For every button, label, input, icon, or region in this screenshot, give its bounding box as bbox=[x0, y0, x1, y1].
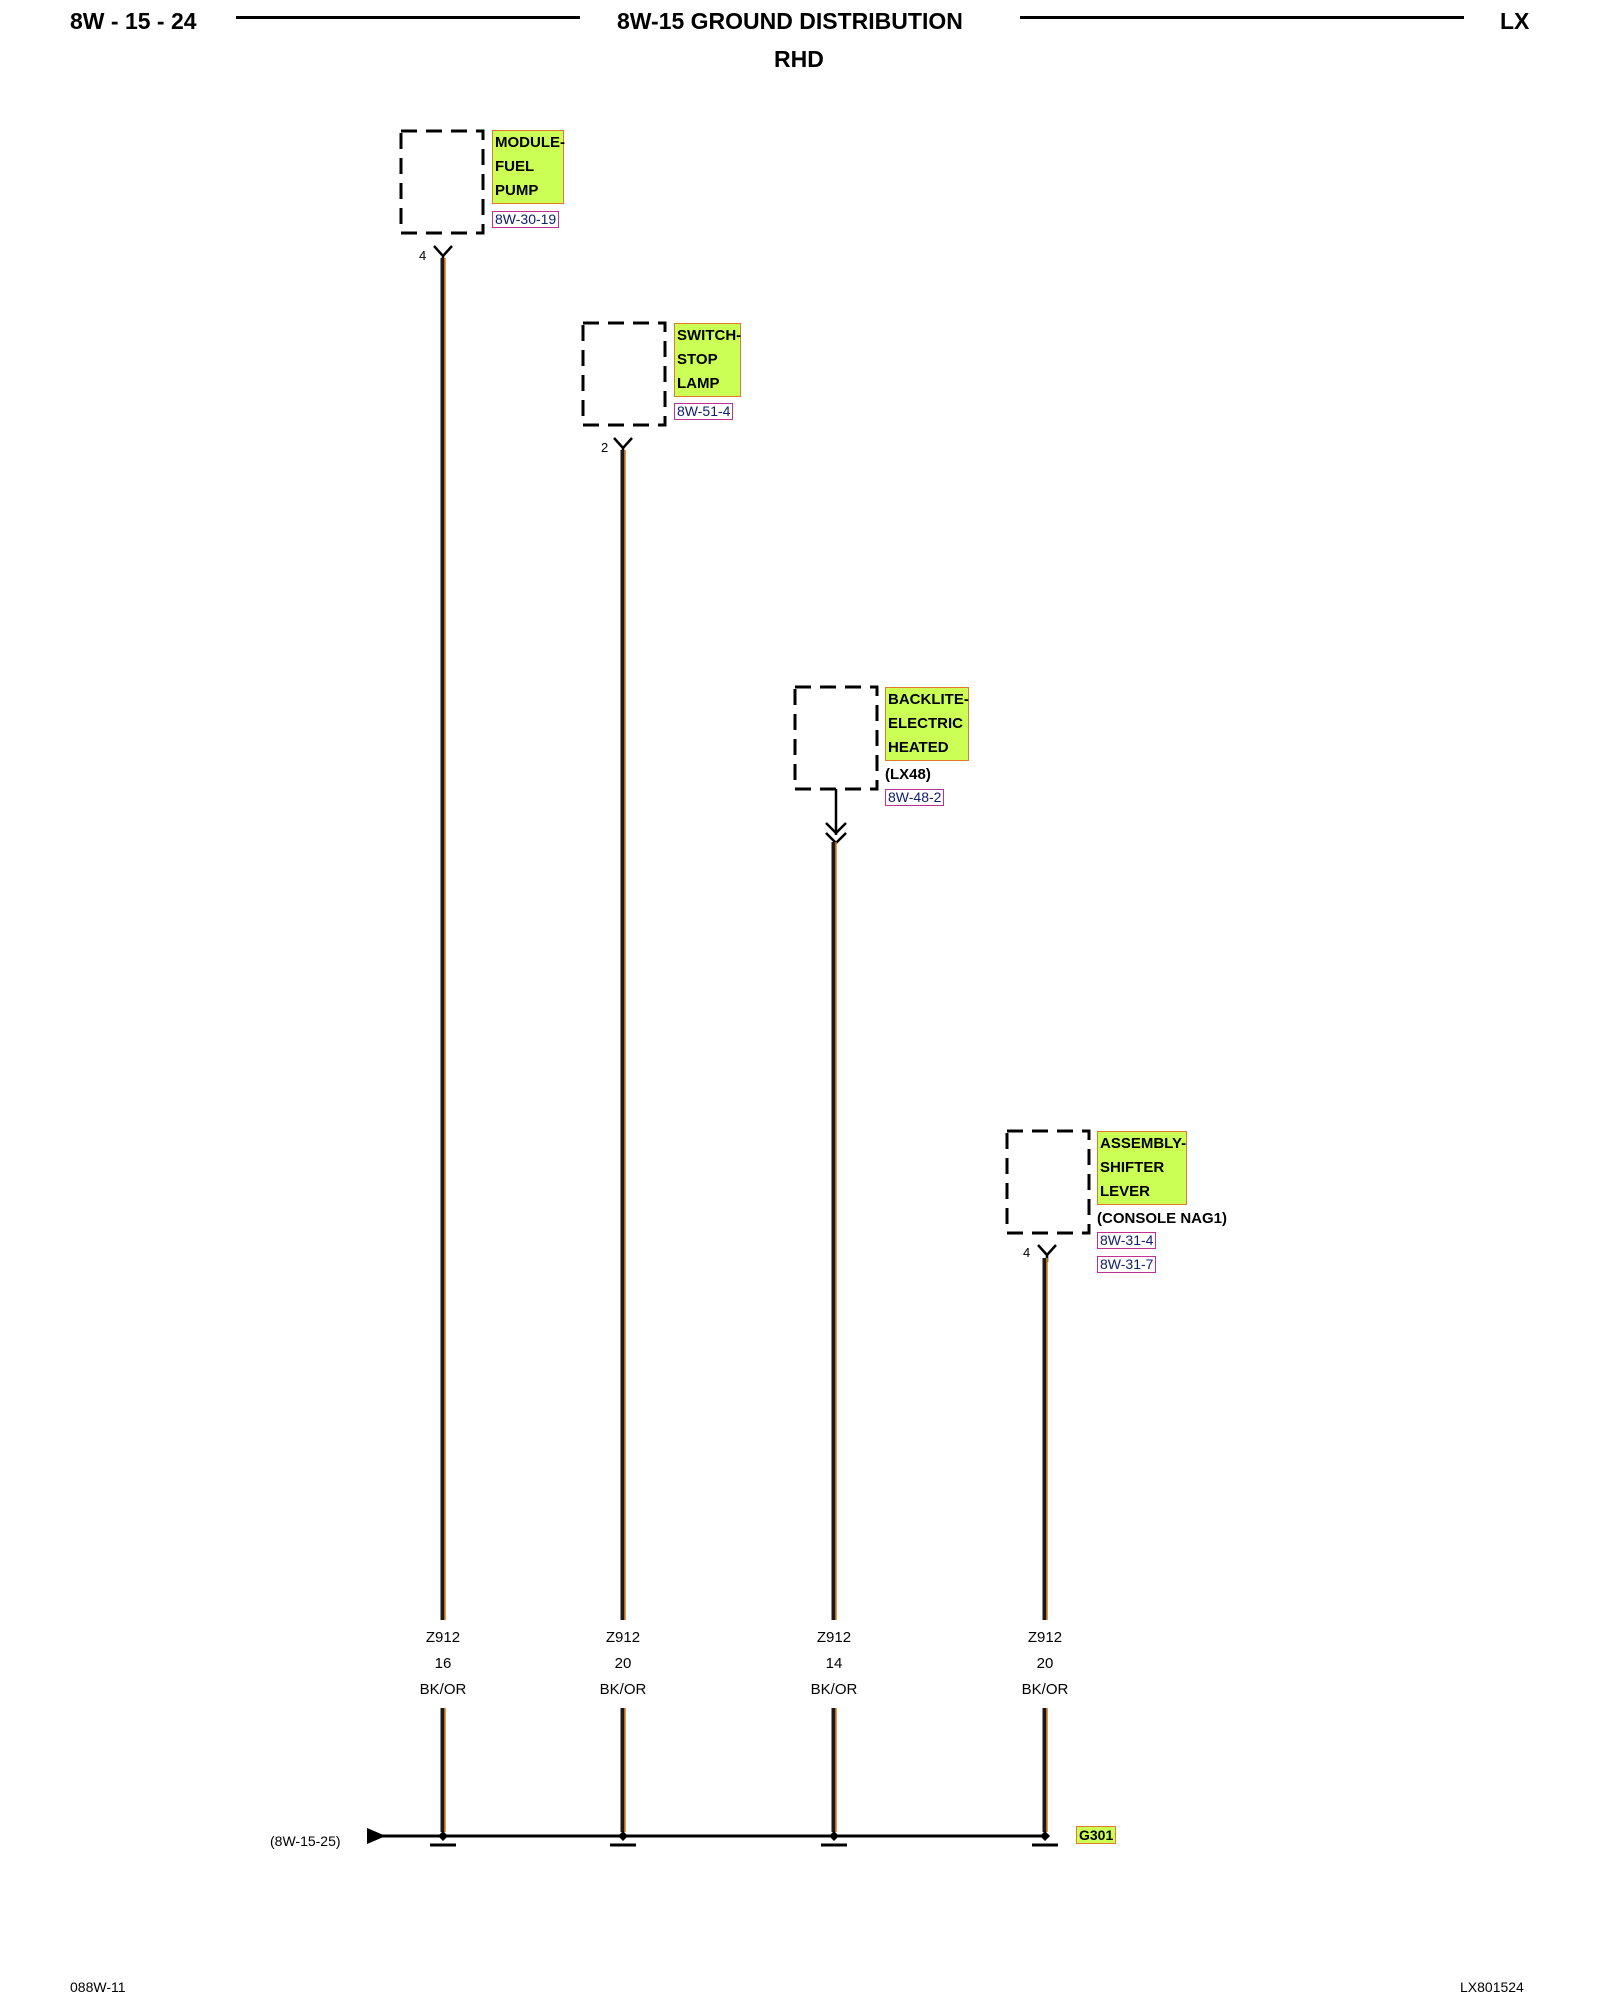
connector-symbol-backlite bbox=[825, 789, 847, 845]
page-subtitle: RHD bbox=[774, 46, 824, 72]
wire-color: BK/OR bbox=[599, 1681, 647, 1698]
footer-left-code: 088W-11 bbox=[70, 1979, 126, 1995]
wire-color: BK/OR bbox=[810, 1681, 858, 1698]
option-code-shifter: (CONSOLE NAG1) bbox=[1097, 1210, 1228, 1227]
circuit-code: Z912 bbox=[1027, 1629, 1063, 1646]
model-code: LX bbox=[1500, 8, 1530, 34]
component-box-shifter bbox=[1005, 1129, 1091, 1235]
ground-point-label: G301 bbox=[1076, 1826, 1117, 1844]
pin-number-fuel-pump: 4 bbox=[419, 248, 427, 263]
pin-number-shifter: 4 bbox=[1023, 1245, 1031, 1260]
bus-continuation-ref[interactable]: (8W-15-25) bbox=[270, 1833, 341, 1849]
page-title: 8W-15 GROUND DISTRIBUTION bbox=[617, 8, 963, 34]
header-rule-right bbox=[1020, 16, 1464, 19]
ref-link-stop-lamp[interactable]: 8W-51-4 bbox=[674, 403, 734, 420]
ref-link-shifter-2[interactable]: 8W-31-7 bbox=[1097, 1256, 1157, 1273]
circuit-code: Z912 bbox=[425, 1629, 461, 1646]
wire-label-shifter: Z912 20 BK/OR bbox=[1005, 1625, 1085, 1703]
ref-link-backlite[interactable]: 8W-48-2 bbox=[885, 789, 945, 806]
splice-points bbox=[430, 1831, 1058, 1847]
ref-link-shifter-1[interactable]: 8W-31-4 bbox=[1097, 1232, 1157, 1249]
wire-gauge: 20 bbox=[614, 1655, 632, 1672]
wire-backlite bbox=[831, 842, 837, 1832]
wire-label-stop-lamp: Z912 20 BK/OR bbox=[583, 1625, 663, 1703]
wire-label-fuel-pump: Z912 16 BK/OR bbox=[403, 1625, 483, 1703]
ref-link-fuel-pump[interactable]: 8W-30-19 bbox=[492, 211, 560, 228]
wire-shifter bbox=[1042, 1258, 1048, 1832]
circuit-code: Z912 bbox=[816, 1629, 852, 1646]
wire-stop-lamp bbox=[620, 450, 626, 1832]
page-number: 8W - 15 - 24 bbox=[70, 8, 197, 34]
footer-right-code: LX801524 bbox=[1460, 1979, 1524, 1995]
component-box-backlite bbox=[793, 685, 879, 791]
pin-number-stop-lamp: 2 bbox=[601, 440, 609, 455]
component-box-stop-lamp bbox=[581, 321, 667, 427]
header-rule-left bbox=[236, 16, 580, 19]
wire-gauge: 16 bbox=[434, 1655, 452, 1672]
wire-gauge: 20 bbox=[1036, 1655, 1054, 1672]
wire-color: BK/OR bbox=[419, 1681, 467, 1698]
wire-gauge: 14 bbox=[825, 1655, 843, 1672]
circuit-code: Z912 bbox=[605, 1629, 641, 1646]
wire-fuel-pump bbox=[440, 258, 446, 1832]
component-box-fuel-pump bbox=[399, 129, 485, 235]
wire-color: BK/OR bbox=[1021, 1681, 1069, 1698]
wire-label-backlite: Z912 14 BK/OR bbox=[794, 1625, 874, 1703]
option-code-backlite: (LX48) bbox=[885, 766, 931, 783]
